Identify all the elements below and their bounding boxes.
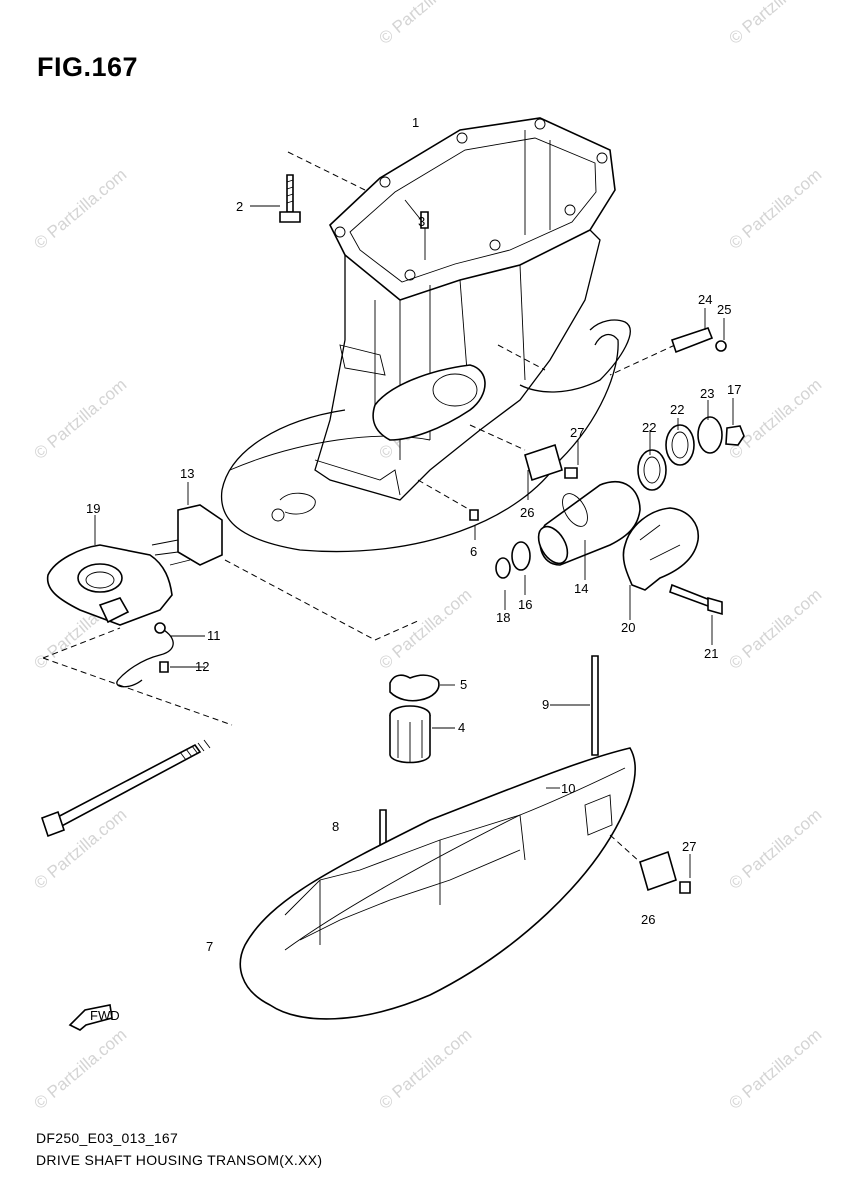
callout-20: 20 (621, 620, 635, 635)
grommet-part-24-25 (670, 327, 727, 354)
washer-part-16 (511, 541, 531, 571)
watermark-text: © Partzilla.com (725, 585, 825, 673)
callout-3: 3 (418, 214, 425, 229)
plate-part-13 (151, 504, 223, 566)
screw-part-27-lower (679, 881, 691, 894)
figure-caption: DRIVE SHAFT HOUSING TRANSOM(X.XX) (36, 1152, 323, 1168)
watermark-text: © Partzilla.com (375, 585, 475, 673)
callout-14: 14 (574, 581, 588, 596)
bushing-part-14 (537, 481, 641, 566)
callout-8: 8 (332, 819, 339, 834)
washer-part-23 (697, 416, 723, 454)
mount-rubber-part-4 (389, 705, 431, 764)
callout-2: 2 (236, 199, 243, 214)
watermark-text: © Partzilla.com (375, 0, 475, 48)
leader-26-lower (609, 834, 641, 863)
callout-16: 16 (518, 597, 532, 612)
dowel-part-3 (420, 211, 429, 229)
watermark-text: © Partzilla.com (30, 375, 130, 463)
callout-9: 9 (542, 697, 549, 712)
callout-12: 12 (195, 659, 209, 674)
callout-27-lower: 27 (682, 839, 696, 854)
washer-part-22a (637, 449, 667, 491)
callout-5: 5 (460, 677, 467, 692)
gasket-part-5 (389, 674, 440, 702)
plate-part-26-lower (639, 850, 677, 892)
callout-23: 23 (700, 386, 714, 401)
callout-10: 10 (561, 781, 575, 796)
drive-shaft-housing-part (220, 117, 676, 553)
callout-22b: 22 (670, 402, 684, 417)
callout-13: 13 (180, 466, 194, 481)
watermark-text: © Partzilla.com (725, 1025, 825, 1113)
callout-22a: 22 (642, 420, 656, 435)
screw-part-27-upper (564, 467, 578, 479)
callout-7: 7 (206, 939, 213, 954)
callout-26-lower: 26 (641, 912, 655, 927)
callout-17: 17 (727, 382, 741, 397)
figure-title: FIG.167 (37, 52, 139, 82)
lower-cover-part-7 (239, 747, 636, 1020)
watermark-text: © Partzilla.com (725, 805, 825, 893)
callout-19: 19 (86, 501, 100, 516)
figure-code: DF250_E03_013_167 (36, 1130, 179, 1146)
long-bolt-part (40, 739, 211, 838)
callout-25: 25 (717, 302, 731, 317)
stud-part-9 (591, 655, 599, 756)
washer-part-18 (495, 557, 511, 579)
callout-4: 4 (458, 720, 465, 735)
callout-27-upper: 27 (570, 425, 584, 440)
clamp-bracket-part-19 (46, 544, 173, 626)
watermark-text: © Partzilla.com (725, 165, 825, 253)
callout-26-upper: 26 (520, 505, 534, 520)
callout-6: 6 (470, 544, 477, 559)
callout-leaders (94, 205, 734, 878)
direction-arrow-label: FWD (90, 1008, 120, 1023)
callout-11: 11 (207, 628, 221, 643)
callout-18: 18 (496, 610, 510, 625)
callout-1: 1 (412, 115, 419, 130)
washer-part-22b-inner (671, 431, 689, 459)
watermark-text: © Partzilla.com (30, 1025, 130, 1113)
clamp-part-20 (622, 507, 699, 591)
assembly-outline (42, 559, 421, 726)
watermark-text: © Partzilla.com (725, 0, 825, 48)
bolt-part-2 (279, 174, 301, 223)
forward-direction-arrow: FWD (68, 1004, 120, 1031)
ground-wire-part-11-12 (116, 622, 174, 688)
bolt-part-6 (469, 509, 479, 521)
watermark-text: © Partzilla.com (375, 1025, 475, 1113)
callout-labels: 1 2 3 4 5 6 7 8 9 10 11 12 13 14 16 17 1… (86, 115, 741, 954)
washer-part-22a-inner (643, 456, 661, 484)
callout-24: 24 (698, 292, 712, 307)
washer-part-22b (665, 424, 695, 466)
callout-21: 21 (704, 646, 718, 661)
plate-part-26-upper (524, 443, 563, 482)
nut-part-17 (725, 425, 745, 446)
watermark-text: © Partzilla.com (30, 165, 130, 253)
bolt-part-21 (669, 583, 723, 616)
